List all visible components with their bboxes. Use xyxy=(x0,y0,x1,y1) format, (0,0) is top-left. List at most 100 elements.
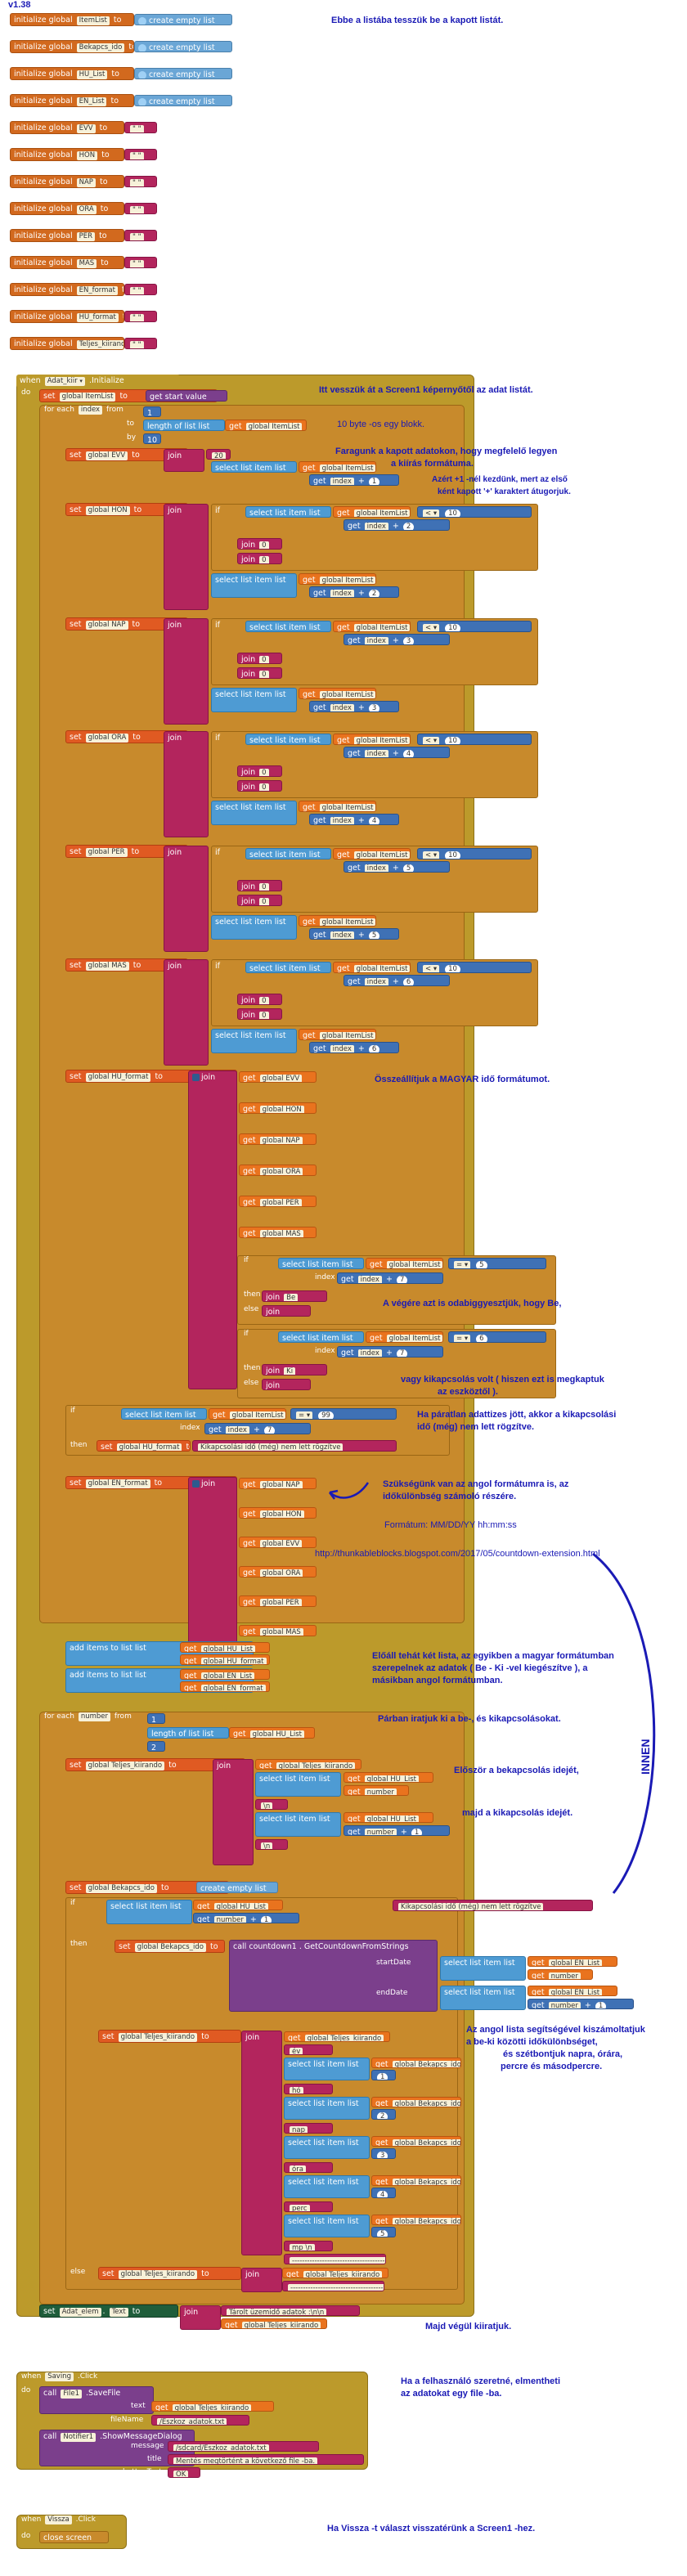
set-bekapcs-empty[interactable]: set global Bekapcs_ido to xyxy=(65,1881,229,1894)
number-plus-1-odd[interactable]: get number + 1 xyxy=(193,1913,299,1923)
en-get-2[interactable]: get global EVV xyxy=(239,1537,317,1548)
bd-unit-0[interactable]: év xyxy=(284,2044,333,2055)
en-get-3[interactable]: get global ORA xyxy=(239,1566,317,1577)
newline-text-2[interactable]: \n xyxy=(255,1839,288,1850)
get-number-start[interactable]: get number xyxy=(528,1969,593,1980)
bd-index-1[interactable]: 1 xyxy=(371,2070,396,2080)
get-itemlist-cmp-1[interactable]: get global ItemList xyxy=(333,506,411,518)
get-en-list[interactable]: get global EN_List xyxy=(180,1669,270,1680)
get-itemlist-cmp-5[interactable]: get global ItemList xyxy=(333,962,411,973)
set-adat-elem-text[interactable]: set Adat_elem. Text to xyxy=(39,2304,178,2318)
join-zero-else-3[interactable]: join 0 xyxy=(237,780,282,792)
select-value-1[interactable]: select list item list xyxy=(211,573,297,598)
get-itemlist-cmp-4[interactable]: get global ItemList xyxy=(333,848,411,859)
join-field-1[interactable]: join xyxy=(164,504,209,610)
countdown-call[interactable]: call countdown1 . GetCountdownFromString… xyxy=(229,1940,438,2012)
set-teljes-else[interactable]: set global Teljes_kiirando to xyxy=(98,2267,241,2280)
compare-lt-2[interactable]: < ▾ 10 xyxy=(417,621,532,632)
join-zero-else-2[interactable]: join 0 xyxy=(237,667,282,679)
select-item-ki[interactable]: select list item list xyxy=(278,1331,364,1343)
get-teljes-final[interactable]: get global Teljes_kiirando xyxy=(221,2318,327,2329)
select-en-start[interactable]: select list item list xyxy=(440,1956,526,1981)
select-item-be-1[interactable]: select list item list xyxy=(278,1258,364,1269)
get-hu-format-add[interactable]: get global HU_format xyxy=(180,1654,270,1665)
get-en-format-add[interactable]: get global EN_format xyxy=(180,1681,270,1692)
get-itemlist-be-1[interactable]: get global ItemList xyxy=(366,1258,443,1269)
join-final[interactable]: join xyxy=(180,2305,221,2330)
bd-get-bekapcs-2[interactable]: get global Bekapcs_ido xyxy=(371,2097,461,2107)
title-text[interactable]: Mentés megtörtént a következő file -ba. xyxy=(168,2454,364,2465)
create-empty-list-2[interactable]: create empty list xyxy=(134,68,232,79)
get-hu-list-odd[interactable]: get global HU_List xyxy=(193,1900,283,1910)
bd-index-5[interactable]: 5 xyxy=(371,2227,396,2237)
empty-text-7[interactable]: " " xyxy=(124,203,157,214)
screen-selector[interactable]: Adat_kiir ▾ xyxy=(44,377,85,386)
join-zero-else-5[interactable]: join 0 xyxy=(237,1008,282,1020)
init-ora[interactable]: initialize global ORA to xyxy=(10,202,124,215)
newline-text-1[interactable]: \n xyxy=(255,1799,288,1810)
index-plus-7-b[interactable]: get index + 7 xyxy=(337,1346,443,1358)
join-zero-then-5[interactable]: join 0 xyxy=(237,994,282,1005)
length-hu-list[interactable]: length of list list xyxy=(147,1727,229,1739)
bd-index-2[interactable]: 2 xyxy=(371,2109,396,2120)
en-get-1[interactable]: get global HON xyxy=(239,1507,317,1519)
init-teljes-kiirando[interactable]: initialize global Teljes_kiirando to xyxy=(10,337,124,350)
set-teljes-1[interactable]: set global Teljes_kiirando to xyxy=(65,1758,245,1771)
compare-lt-4[interactable]: < ▾ 10 xyxy=(417,848,532,859)
number-plus-1[interactable]: get number + 1 xyxy=(344,1825,450,1836)
message-text[interactable]: /sdcard/Eszkoz_adatok.txt xyxy=(168,2441,319,2452)
init-hon[interactable]: initialize global HON to xyxy=(10,148,124,161)
target-text[interactable]: Tárolt üzemidő adatok :\n\n xyxy=(221,2305,360,2316)
index-plus-cmp-5[interactable]: get index + 6 xyxy=(344,975,450,986)
get-itemlist-ki[interactable]: get global ItemList xyxy=(366,1331,443,1343)
get-teljes-save[interactable]: get global Teljes_kiirando xyxy=(151,2401,274,2412)
loop-by-value[interactable]: 10 xyxy=(143,433,161,444)
join-zero-then-1[interactable]: join 0 xyxy=(237,538,282,550)
empty-text-4[interactable]: " " xyxy=(124,122,157,133)
get-itemlist-block[interactable]: get global ItemList xyxy=(225,420,307,431)
missing-text-2[interactable]: Kikapcsolási idő (még) nem lett rögzítve xyxy=(393,1900,593,1911)
init-itemlist[interactable]: initialize global ItemList to xyxy=(10,13,134,26)
empty-text-5[interactable]: " " xyxy=(124,149,157,160)
button-ok-text[interactable]: OK xyxy=(168,2467,200,2478)
empty-text-8[interactable]: " " xyxy=(124,230,157,241)
bd-get-bekapcs-3[interactable]: get global Bekapcs_ido xyxy=(371,2136,461,2147)
get-itemlist-odd[interactable]: get global ItemList xyxy=(209,1408,286,1420)
set-bekapcs-countdown[interactable]: set global Bekapcs_ido to xyxy=(114,1940,225,1953)
length-of-list-block[interactable]: length of list list xyxy=(143,420,225,431)
create-empty-list-1[interactable]: create empty list xyxy=(134,41,232,52)
bd-select-1[interactable]: select list item list xyxy=(284,2058,370,2080)
select-hu-odd[interactable]: select list item list xyxy=(106,1900,192,1924)
hu-get-5[interactable]: get global MAS xyxy=(239,1227,317,1238)
join-teljes-else[interactable]: join xyxy=(241,2268,282,2292)
hu-get-4[interactable]: get global PER xyxy=(239,1196,317,1207)
index-plus-value-5[interactable]: get index + 6 xyxy=(309,1042,399,1053)
select-cmp-1[interactable]: select list item list xyxy=(245,506,331,518)
select-hu-number[interactable]: select list item list xyxy=(255,1772,341,1797)
select-en-end[interactable]: select list item list xyxy=(440,1986,526,2010)
get-itemlist-value-2[interactable]: get global ItemList xyxy=(299,688,376,699)
join-field-2[interactable]: join xyxy=(164,618,209,725)
join-zero-else-1[interactable]: join 0 xyxy=(237,553,282,564)
join-zero-then-3[interactable]: join 0 xyxy=(237,765,282,777)
bd-select-2[interactable]: select list item list xyxy=(284,2097,370,2120)
get-teljes-else[interactable]: get global Teljes_kiirando xyxy=(282,2268,388,2278)
select-cmp-5[interactable]: select list item list xyxy=(245,962,331,973)
join-field-5[interactable]: join xyxy=(164,959,209,1066)
bd-select-5[interactable]: select list item list xyxy=(284,2215,370,2237)
compare-eq-5[interactable]: = ▾ 5 xyxy=(448,1258,546,1269)
bd-get-teljes[interactable]: get global Teljes_kiirando xyxy=(284,2031,390,2042)
empty-text-6[interactable]: " " xyxy=(124,176,157,187)
select-value-3[interactable]: select list item list xyxy=(211,801,297,825)
set-field-1[interactable]: set global HON to xyxy=(65,503,188,516)
create-empty-bekapcs[interactable]: create empty list xyxy=(196,1882,278,1893)
compare-lt-1[interactable]: < ▾ 10 xyxy=(417,506,532,518)
join-zero-else-4[interactable]: join 0 xyxy=(237,895,282,906)
get-itemlist-value-3[interactable]: get global ItemList xyxy=(299,801,376,812)
hu-get-0[interactable]: get global EVV xyxy=(239,1071,317,1083)
init-per[interactable]: initialize global PER to xyxy=(10,229,124,242)
get-hu-list[interactable]: get global HU_List xyxy=(180,1642,270,1653)
get-start-value-block[interactable]: get start value xyxy=(146,390,227,402)
bd-select-4[interactable]: select list item list xyxy=(284,2175,370,2198)
compare-eq-6[interactable]: = ▾ 6 xyxy=(448,1331,546,1343)
